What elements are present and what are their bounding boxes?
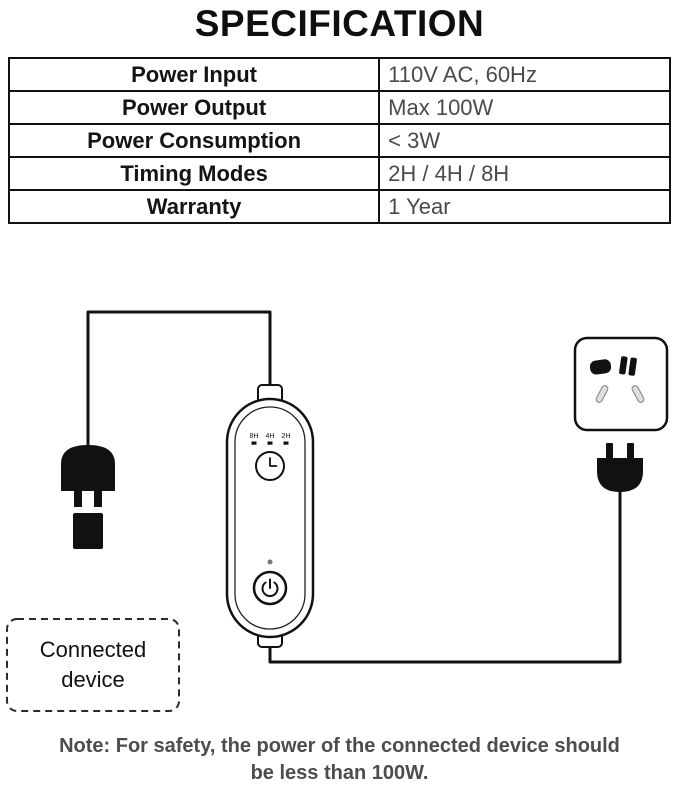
wall-outlet-icon (573, 336, 669, 432)
timer-body-outline (225, 397, 315, 639)
timer-device: 8H 4H 2H (225, 384, 315, 648)
outlet-slot-angled-right (631, 385, 645, 403)
safety-note: Note: For safety, the power of the conne… (0, 733, 679, 787)
spec-value: 110V AC, 60Hz (378, 57, 671, 92)
table-row: Timing Modes 2H / 4H / 8H (7, 156, 671, 191)
led-dot (267, 441, 273, 445)
led-dot (283, 441, 289, 445)
timer-led-indicators: 8H 4H 2H (250, 433, 291, 445)
outlet-slot-flat (589, 359, 612, 375)
wire-right (268, 491, 622, 664)
safety-note-line1: Note: For safety, the power of the conne… (59, 735, 620, 757)
spec-value: Max 100W (378, 90, 671, 125)
table-row: Warranty 1 Year (7, 189, 671, 224)
spec-value: < 3W (378, 123, 671, 158)
spec-label: Power Input (7, 57, 381, 92)
outlet-slot-angled-left (595, 385, 609, 403)
led-dot (251, 441, 257, 445)
connected-device-box: Connected device (6, 618, 180, 712)
status-led-dot (267, 559, 273, 565)
timer-clock-button-icon[interactable] (255, 451, 285, 481)
spec-label: Warranty (7, 189, 381, 224)
spec-label: Power Output (7, 90, 381, 125)
table-row: Power Output Max 100W (7, 90, 671, 125)
spec-label: Power Consumption (7, 123, 381, 158)
wire-left (86, 310, 272, 447)
spec-value: 1 Year (378, 189, 671, 224)
safety-note-line2: be less than 100W. (250, 762, 429, 784)
timer-body-inner-outline (234, 406, 306, 630)
power-plug-icon (597, 443, 643, 492)
led-label: 2H (282, 433, 291, 440)
spec-value: 2H / 4H / 8H (378, 156, 671, 191)
spec-table: Power Input 110V AC, 60Hz Power Output M… (7, 57, 671, 224)
table-row: Power Input 110V AC, 60Hz (7, 57, 671, 92)
device-plug-icon (61, 445, 115, 549)
table-row: Power Consumption < 3W (7, 123, 671, 158)
power-button-icon[interactable] (252, 570, 288, 606)
page-title: SPECIFICATION (194, 3, 485, 44)
device-connector-icon (73, 513, 103, 549)
outlet-slot-bars (619, 356, 637, 376)
led-label: 4H (266, 433, 275, 440)
connected-device-label-line2: device (61, 667, 125, 692)
spec-label: Timing Modes (7, 156, 381, 191)
led-label: 8H (250, 433, 259, 440)
connected-device-label-line1: Connected (40, 637, 146, 662)
connection-diagram: 8H 4H 2H (0, 295, 679, 715)
